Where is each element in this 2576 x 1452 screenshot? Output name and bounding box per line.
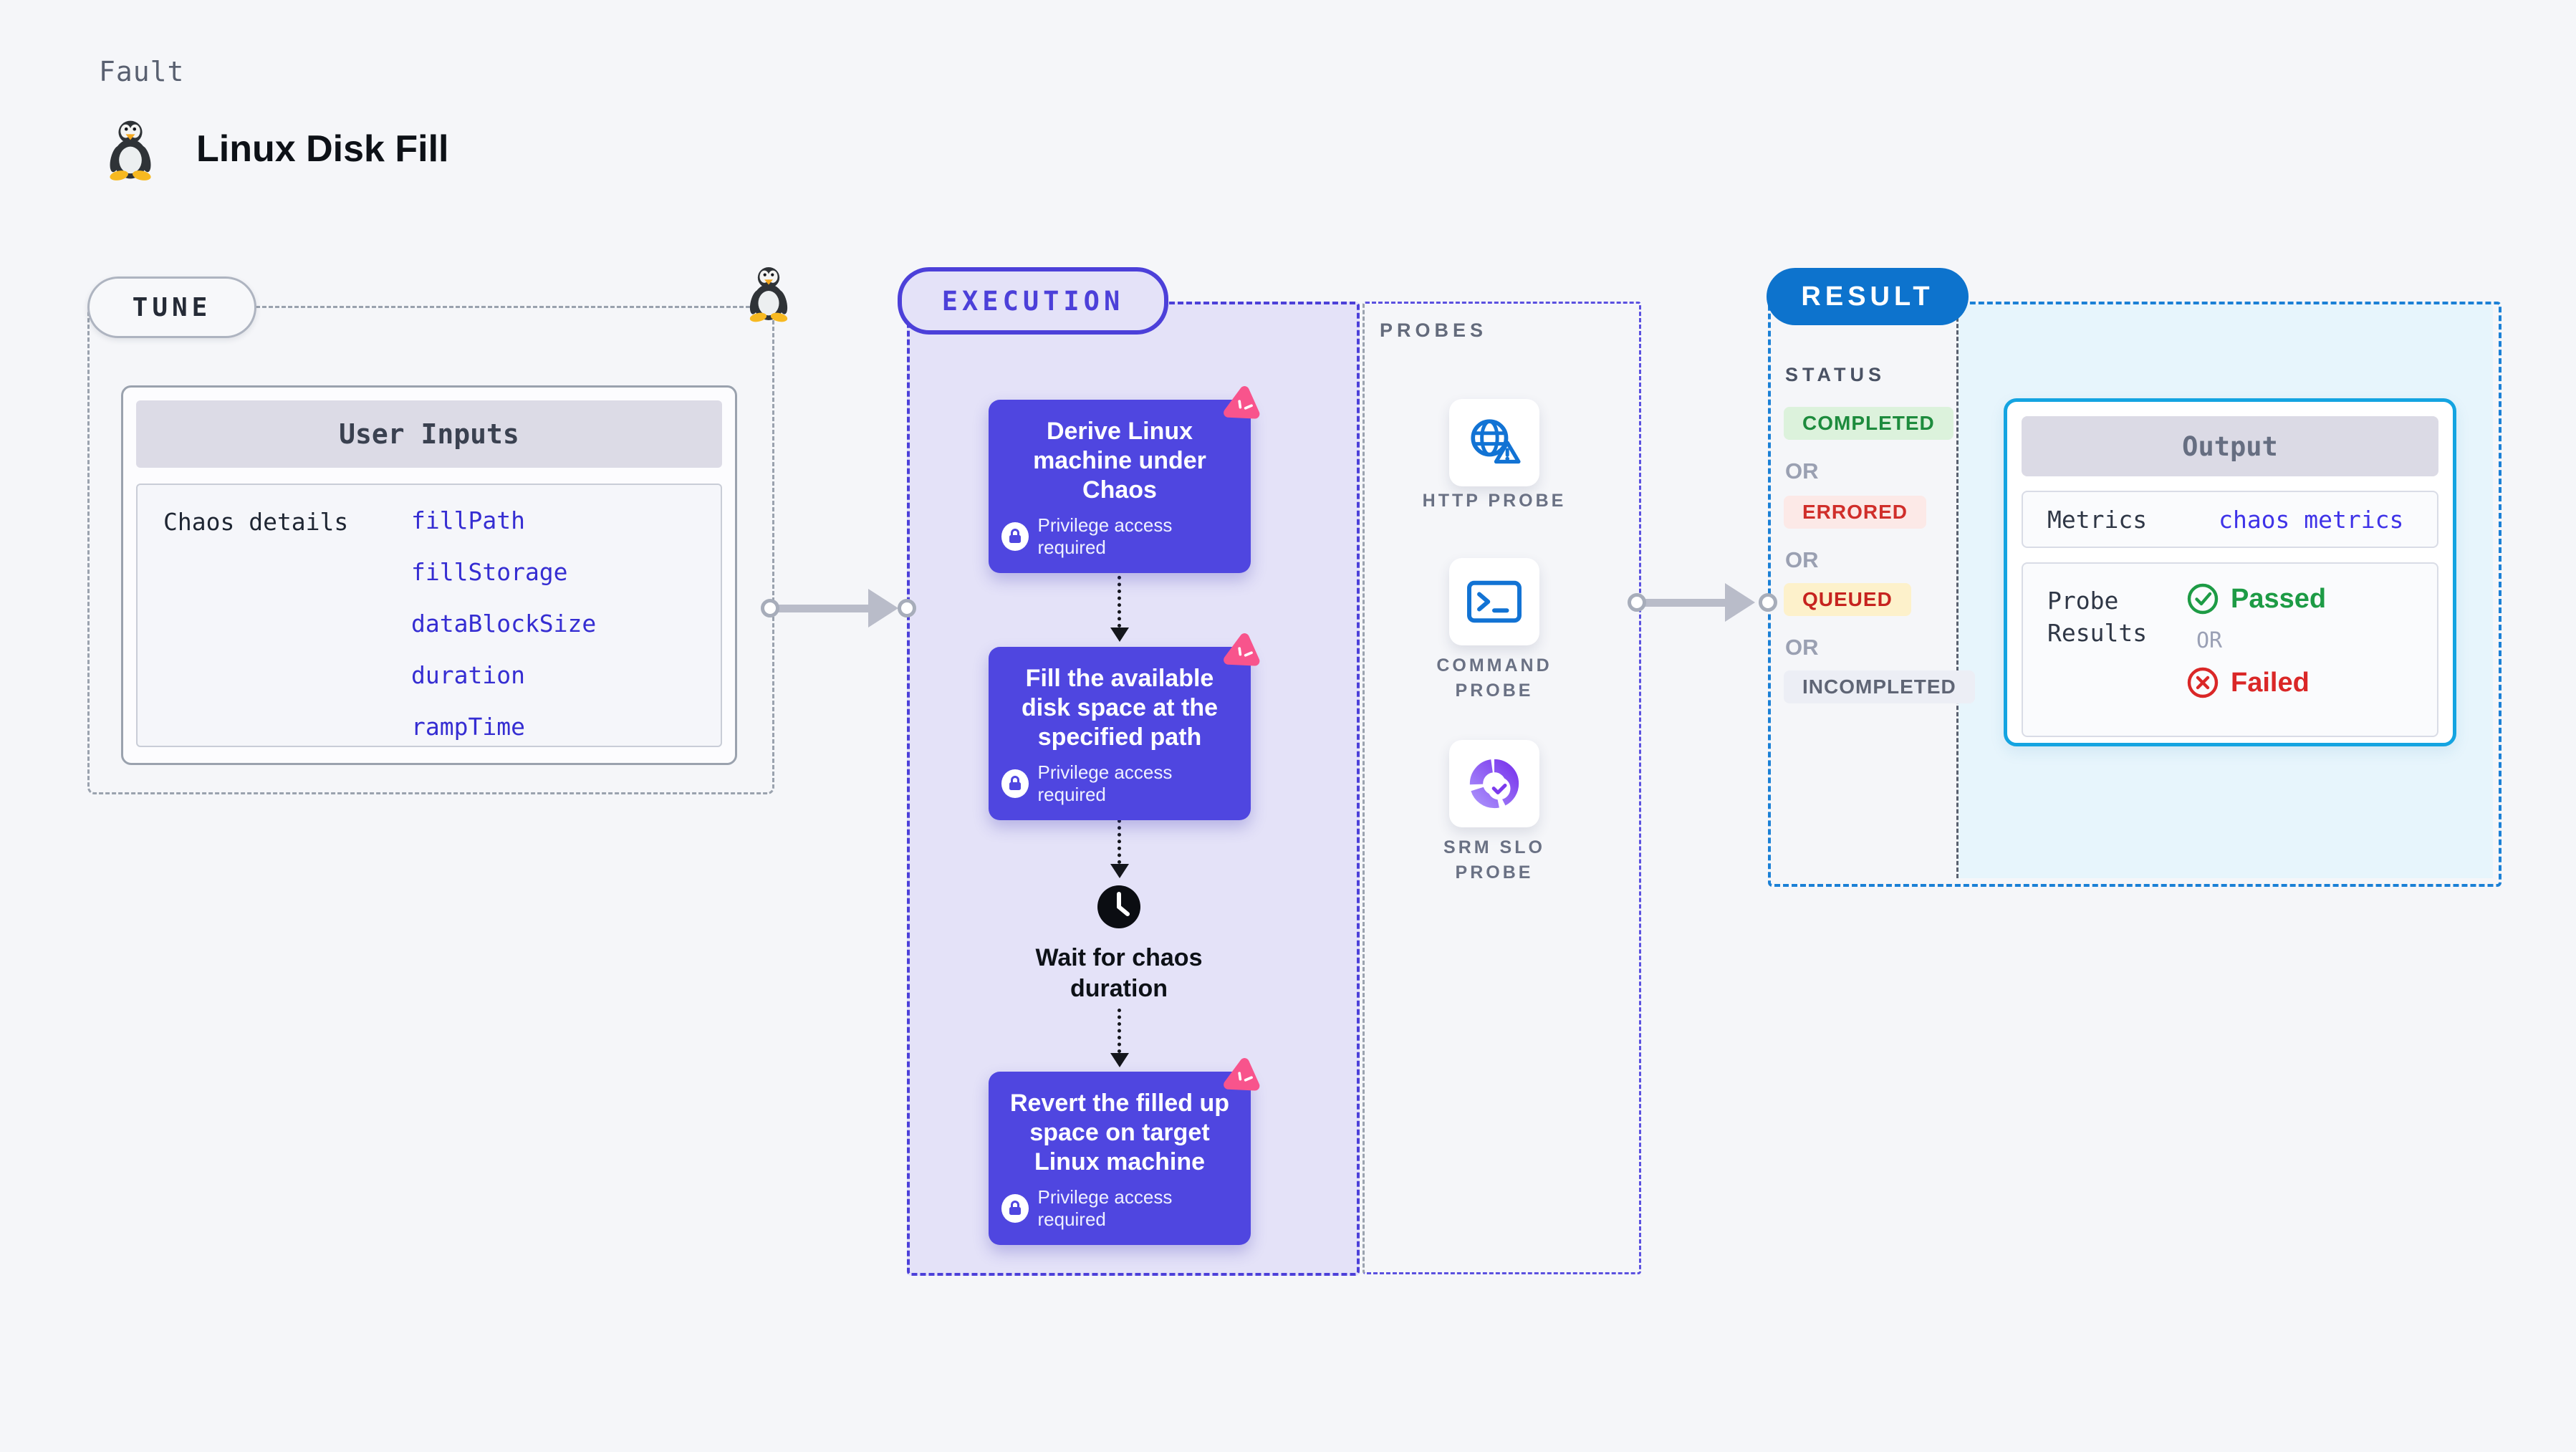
lock-icon [1001, 1194, 1029, 1223]
output-card: Output Metrics chaos metrics Probe Resul… [2004, 398, 2456, 746]
lock-icon [1001, 522, 1029, 552]
command-probe-card[interactable] [1449, 558, 1539, 645]
chaos-experiment-icon [1224, 1058, 1260, 1091]
output-header: Output [2022, 416, 2438, 476]
x-circle-icon [2187, 667, 2219, 698]
http-probe-label: HTTP PROBE [1422, 491, 1567, 511]
result-divider [1956, 304, 1959, 878]
user-inputs-body: Chaos details fillPath fillStorage dataB… [136, 484, 722, 747]
status-column-title: STATUS [1785, 364, 1885, 385]
probe-results-label: Probe Results [2047, 587, 2148, 647]
input-link-fillpath[interactable]: fillPath [411, 506, 525, 534]
check-circle-icon [2187, 583, 2219, 615]
passed-item: Passed [2186, 582, 2326, 615]
terminal-icon [1467, 580, 1522, 623]
srm-slo-probe-card[interactable] [1449, 740, 1539, 827]
chaos-experiment-icon [1224, 386, 1260, 419]
probe-results-row: Probe Results Passed OR Faile [2022, 562, 2438, 737]
command-probe-label: COMMAND PROBE [1436, 655, 1552, 701]
step-title: Derive Linux machine under Chaos [1033, 418, 1206, 504]
flow-connector [1118, 1009, 1121, 1053]
status-badge-incompleted: INCOMPLETED [1784, 670, 1975, 703]
user-inputs-card: User Inputs Chaos details fillPath fillS… [121, 385, 737, 765]
privilege-note: Privilege access required [1037, 761, 1173, 806]
wait-step-label: Wait for chaos duration [1035, 944, 1203, 1002]
flow-connector [1118, 542, 1121, 628]
tune-output-port [761, 599, 779, 617]
page-title: Linux Disk Fill [196, 128, 449, 170]
failed-item: Failed [2186, 666, 2326, 699]
status-badge-errored: ERRORED [1784, 496, 1927, 529]
srm-slo-probe-label: SRM SLO PROBE [1443, 837, 1545, 883]
metrics-row: Metrics chaos metrics [2022, 491, 2438, 548]
result-input-port [1759, 593, 1777, 612]
user-inputs-header: User Inputs [136, 400, 722, 468]
flow-connector-arrowhead [1110, 864, 1129, 878]
privilege-note: Privilege access required [1037, 1186, 1173, 1231]
globe-alert-icon [1471, 419, 1521, 464]
passed-label: Passed [2231, 583, 2327, 614]
privilege-row: Privilege access required [1001, 514, 1238, 559]
step-title: Fill the available disk space at the spe… [1021, 665, 1218, 751]
metrics-label: Metrics [2047, 505, 2148, 534]
tux-penguin-icon [110, 120, 151, 181]
execution-section-label: EXECUTION [898, 267, 1168, 335]
probes-to-result-arrow [1642, 599, 1725, 607]
flow-connector [1118, 785, 1121, 864]
status-badge-queued: QUEUED [1784, 583, 1911, 616]
chaos-metrics-link[interactable]: chaos metrics [2219, 505, 2404, 534]
http-probe-card[interactable] [1449, 399, 1539, 486]
probes-section-label: PROBES [1380, 319, 1488, 341]
or-separator: OR [1785, 458, 1819, 484]
or-separator: OR [2196, 628, 2223, 653]
chaos-details-label: Chaos details [163, 508, 349, 536]
probes-output-port [1628, 593, 1646, 612]
status-badge-completed: COMPLETED [1784, 407, 1953, 440]
clock-icon [1097, 885, 1140, 928]
probe-results-values: Passed OR Failed [2186, 582, 2326, 699]
step-card-revert: Revert the filled up space on target Lin… [989, 1058, 1260, 1246]
privilege-note: Privilege access required [1037, 514, 1173, 559]
tune-to-execution-arrowhead [868, 589, 898, 628]
step-title: Revert the filled up space on target Lin… [1009, 1090, 1230, 1175]
input-link-duration[interactable]: duration [411, 661, 525, 689]
tunable-inputs-list: fillPath fillStorage dataBlockSize durat… [411, 506, 596, 741]
input-link-ramptime[interactable]: rampTime [411, 713, 525, 741]
tune-section-label: TUNE [87, 277, 256, 338]
flow-connector-arrowhead [1110, 1053, 1129, 1067]
step-card-fill: Fill the available disk space at the spe… [989, 633, 1260, 821]
or-separator: OR [1785, 547, 1819, 572]
tux-penguin-small-icon [749, 267, 788, 322]
probes-to-result-arrowhead [1725, 583, 1755, 622]
result-section-label: RESULT [1767, 268, 1969, 325]
privilege-row: Privilege access required [1001, 1186, 1238, 1231]
step-card-derive: Derive Linux machine under Chaos Privile… [989, 386, 1260, 574]
chaos-experiment-icon [1224, 633, 1260, 666]
tune-to-execution-arrow [778, 605, 868, 612]
input-link-fillstorage[interactable]: fillStorage [411, 558, 568, 586]
flow-connector-arrowhead [1110, 628, 1129, 642]
tune-section-box [87, 306, 774, 794]
failed-label: Failed [2231, 667, 2310, 698]
or-separator: OR [1785, 635, 1819, 660]
lock-icon [1001, 769, 1029, 799]
slo-donut-icon [1469, 759, 1519, 809]
fault-eyebrow: Fault [99, 56, 185, 87]
input-link-datablocksize[interactable]: dataBlockSize [411, 610, 597, 638]
execution-input-port [898, 599, 916, 617]
privilege-row: Privilege access required [1001, 761, 1238, 806]
probes-section-box [1363, 302, 1641, 1274]
